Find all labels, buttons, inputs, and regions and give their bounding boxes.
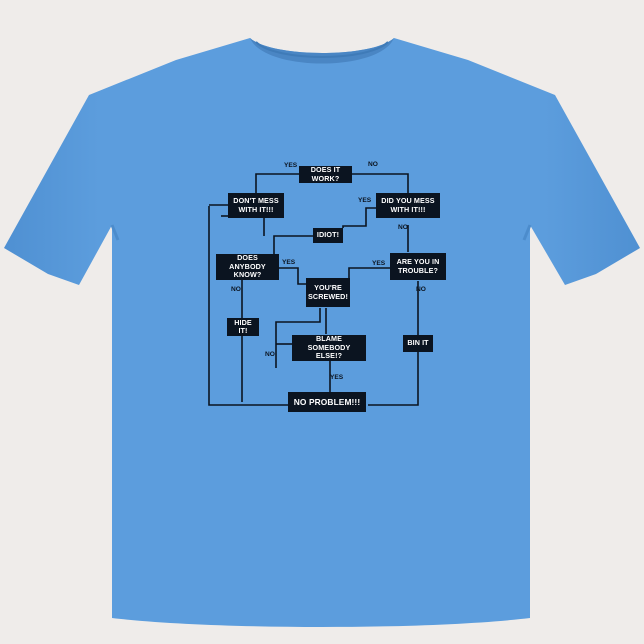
label-no-blame: NO: [265, 351, 275, 358]
node-idiot: IDIOT!: [313, 228, 343, 243]
label-no-mess: NO: [398, 224, 408, 231]
node-hide-it: HIDE IT!: [227, 318, 259, 336]
label-yes-trouble: YES: [372, 260, 386, 267]
shirt-collar: [250, 38, 394, 64]
label-yes-know: YES: [282, 259, 296, 266]
label-yes-mess: YES: [358, 197, 372, 204]
label-no-work: NO: [368, 161, 378, 168]
node-bin-it: BIN IT: [403, 335, 433, 352]
node-are-you-in-trouble: ARE YOU IN TROUBLE?: [390, 253, 446, 280]
node-did-you-mess: DID YOU MESS WITH IT!!!: [376, 193, 440, 218]
node-does-it-work: DOES IT WORK?: [299, 165, 352, 183]
node-youre-screwed: YOU'RE SCREWED!: [306, 278, 350, 307]
label-yes-work: YES: [284, 162, 298, 169]
shirt-body: [4, 38, 640, 627]
node-does-anybody-know: DOES ANYBODY KNOW?: [216, 254, 279, 280]
label-no-trouble: NO: [416, 286, 426, 293]
label-yes-blame: YES: [330, 374, 344, 381]
node-no-problem: NO PROBLEM!!!: [288, 392, 366, 412]
node-blame: BLAME SOMEBODY ELSE!?: [292, 335, 366, 361]
node-dont-mess: DON'T MESS WITH IT!!!: [228, 193, 284, 218]
label-no-know: NO: [231, 286, 241, 293]
